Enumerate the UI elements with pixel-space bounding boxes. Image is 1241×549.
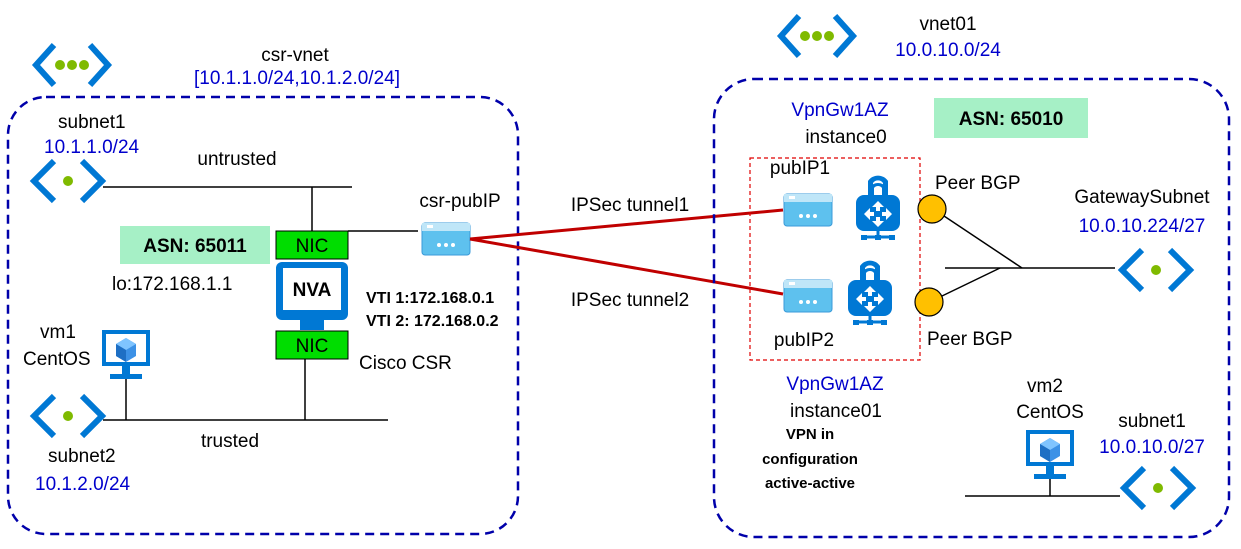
left-subnet1-icon: [34, 161, 102, 201]
bgp-top-link: [943, 215, 1023, 269]
nva-screen: [283, 268, 341, 310]
right-subnet1-prefix: 10.0.10.0/27: [1099, 437, 1205, 458]
left-subnet2-prefix: 10.1.2.0/24: [35, 474, 131, 495]
vnet01-boundary: [712, 77, 1231, 539]
vti1-label: VTI 1:172.168.0.1: [366, 290, 494, 307]
csr-vnet-boundary: [6, 95, 520, 536]
nic-bottom: [275, 330, 349, 360]
vnet01-prefix: 10.0.10.0/24: [895, 40, 1001, 61]
pubip1-icon: [783, 193, 833, 227]
asn-left-badge: [120, 226, 270, 264]
loopback-label: lo:172.168.1.1: [112, 274, 232, 295]
left-subnet2-icon: [34, 396, 102, 436]
right-subnet1-name: subnet1: [1118, 411, 1186, 432]
pubip1-label: pubIP1: [770, 158, 830, 179]
csr-pubip-label: csr-pubIP: [419, 191, 500, 212]
gateway-subnet-name: GatewaySubnet: [1074, 187, 1210, 208]
trusted-label: trusted: [201, 431, 259, 452]
vpn-note-line1: VPN in: [786, 426, 834, 443]
pubip2-icon: [783, 279, 833, 313]
asn-left-text: ASN: 65011: [143, 236, 247, 257]
vm2-name: vm2: [1027, 376, 1063, 397]
left-subnet1-name: subnet1: [58, 112, 126, 133]
gateway-instances-box: [749, 157, 921, 361]
gw-bottom-name: VpnGw1AZ: [786, 374, 884, 395]
ipsec-tunnel1-label: IPSec tunnel1: [571, 195, 689, 216]
vm1-name: vm1: [40, 322, 76, 343]
gw-top-name: VpnGw1AZ: [791, 100, 889, 121]
peer-bgp-bottom-label: Peer BGP: [927, 329, 1013, 350]
csr-vnet-name: csr-vnet: [261, 45, 329, 66]
vpn-gateway-instance0-icon: [854, 174, 902, 242]
nic-top-label: NIC: [296, 236, 329, 257]
untrusted-label: untrusted: [197, 149, 276, 170]
right-subnet1-icon: [1124, 468, 1192, 508]
vm2-icon: [1026, 430, 1074, 479]
nic-top: [275, 230, 349, 260]
left-subnet2-name: subnet2: [48, 446, 116, 467]
csr-vnet-icon: [36, 45, 108, 85]
gateway-subnet-icon: [1122, 250, 1190, 290]
ipsec-tunnel1-line: [469, 208, 784, 241]
vm2-os: CentOS: [1016, 402, 1084, 423]
asn-right-text: ASN: 65010: [959, 109, 1064, 130]
vpn-note-line2: configuration: [762, 451, 858, 468]
peer-bgp-top-marker: [917, 194, 947, 224]
nva-stand: [300, 320, 324, 330]
gw-bottom-instance: instance01: [790, 401, 882, 422]
asn-right-badge: [934, 98, 1088, 138]
peer-bgp-bottom-marker: [914, 287, 944, 317]
peer-bgp-top-label: Peer BGP: [935, 173, 1021, 194]
csr-pubip-icon: [421, 222, 471, 256]
vm1-icon: [102, 330, 150, 379]
gw-top-instance: instance0: [805, 127, 886, 148]
vti2-label: VTI 2: 172.168.0.2: [366, 313, 499, 330]
vpn-gateway-instance01-icon: [846, 259, 894, 327]
vm1-os: CentOS: [23, 349, 91, 370]
bgp-bottom-link: [941, 267, 1001, 297]
vnet01-icon: [781, 16, 853, 56]
nic-bottom-label: NIC: [296, 336, 329, 357]
left-subnet1-prefix: 10.1.1.0/24: [44, 137, 140, 158]
ipsec-tunnel2-line: [469, 237, 784, 296]
vpn-note-line3: active-active: [765, 475, 855, 492]
ipsec-tunnel2-label: IPSec tunnel2: [571, 290, 689, 311]
pubip2-label: pubIP2: [774, 330, 834, 351]
nva-label: NVA: [293, 280, 332, 301]
vnet01-name: vnet01: [919, 14, 976, 35]
gateway-subnet-prefix: 10.0.10.224/27: [1079, 216, 1206, 237]
cisco-csr-label: Cisco CSR: [359, 353, 452, 374]
csr-vnet-prefixes: [10.1.1.0/24,10.1.2.0/24]: [194, 68, 400, 89]
